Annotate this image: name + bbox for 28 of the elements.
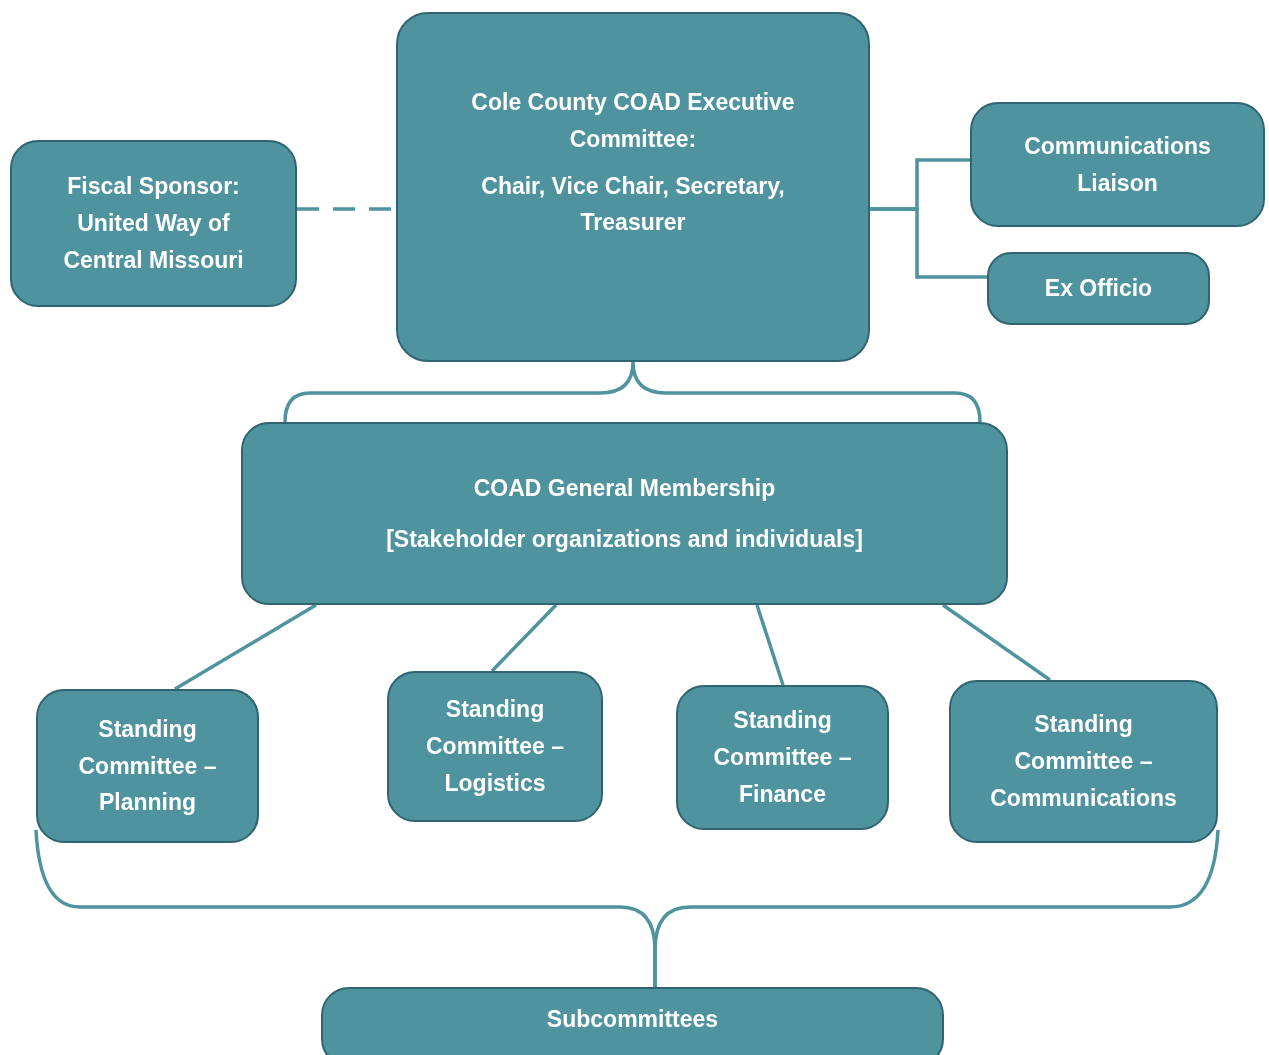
org-box: [970, 102, 1265, 227]
box-text: Cole County COAD Executive Committee:: [470, 88, 796, 154]
org-box: [396, 12, 870, 362]
box-text: Standing Committee – Communications: [989, 710, 1178, 813]
box-text: Chair, Vice Chair, Secretary, Treasurer: [480, 171, 786, 238]
box-text: Subcommittees: [545, 1005, 720, 1034]
org-box: [387, 671, 603, 822]
box-text: [Stakeholder organizations and individuals]: [385, 524, 864, 554]
org-box: [241, 422, 1008, 605]
box-text: COAD General Membership: [472, 473, 777, 503]
connector-line: [174, 603, 317, 691]
connector-line: [870, 207, 987, 279]
box-text: Standing Committee – Planning: [77, 714, 218, 818]
org-box: [987, 252, 1210, 325]
box-text: Communications Liaison: [1023, 131, 1212, 198]
org-box: [949, 680, 1218, 843]
box-text: Standing Committee – Logistics: [424, 695, 565, 798]
connector-line: [490, 603, 558, 673]
org-box: [36, 689, 259, 843]
brace-connector: [653, 829, 1220, 987]
org-box: [10, 140, 297, 307]
box-text: Fiscal Sponsor: United Way of Central Missouri: [62, 172, 245, 275]
org-box: [676, 685, 889, 830]
box-text: Ex Officio: [1043, 274, 1154, 304]
box-text: Standing Committee – Finance: [712, 706, 853, 809]
org-box: [321, 987, 944, 1055]
connector-line: [942, 603, 1051, 682]
connector-line: [755, 604, 785, 686]
